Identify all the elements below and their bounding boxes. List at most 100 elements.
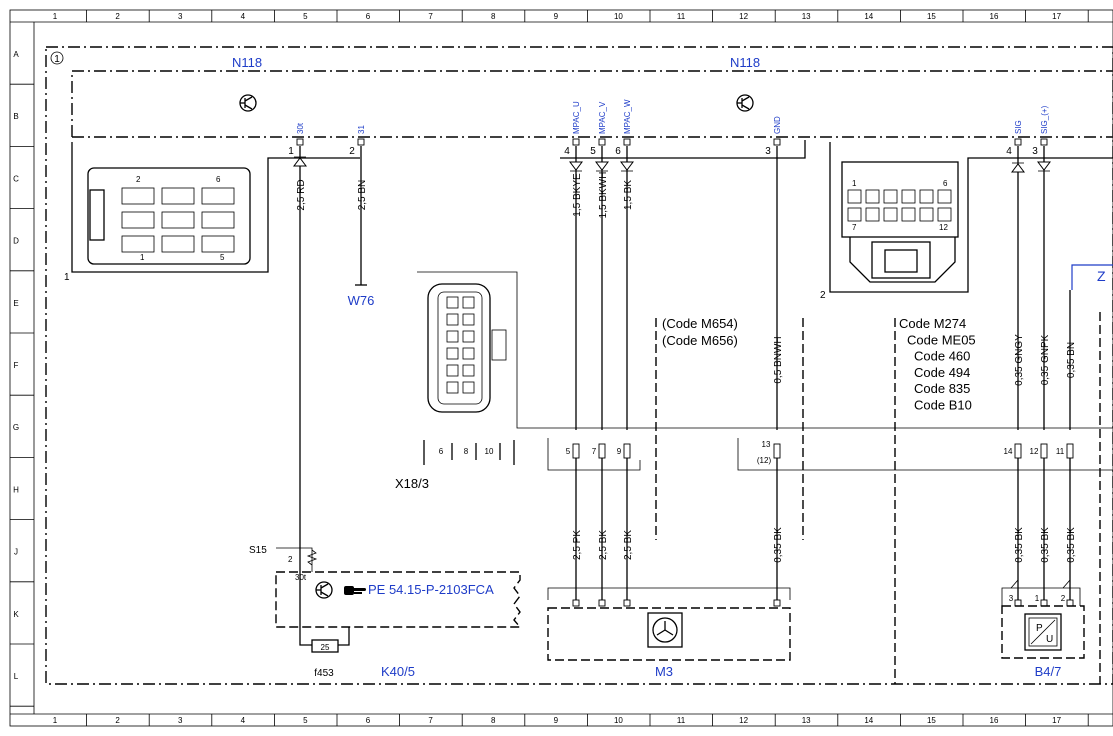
column-label: 9 bbox=[554, 716, 559, 725]
fuse-symbol bbox=[311, 639, 339, 653]
circle-marker-label: 1 bbox=[54, 54, 60, 65]
column-label: 11 bbox=[677, 12, 686, 21]
x18-pin-8: 8 bbox=[464, 447, 469, 456]
code-left-1: (Code M654) bbox=[662, 316, 738, 331]
wire-label: 0,35 GNGY bbox=[1014, 334, 1025, 386]
n118-left-label: N118 bbox=[232, 55, 262, 70]
wire-label: 2,5 BK bbox=[598, 530, 609, 560]
mid-pin: 14 bbox=[1004, 447, 1013, 456]
row-label: H bbox=[13, 485, 19, 494]
signal-arrow-icon bbox=[1037, 161, 1051, 171]
signal-arrow-icon bbox=[293, 157, 307, 167]
wire-label: 2,5 BN bbox=[357, 180, 368, 211]
x18-pin-6: 6 bbox=[439, 447, 444, 456]
row-label: A bbox=[13, 50, 19, 59]
motor-icon bbox=[647, 612, 683, 648]
column-label: 2 bbox=[115, 12, 120, 21]
row-label: K bbox=[13, 610, 19, 619]
relay-wire bbox=[338, 627, 350, 646]
transistor-icon bbox=[736, 94, 754, 112]
wire-label: 0,35 BK bbox=[1066, 527, 1077, 563]
c1-pin-6: 6 bbox=[216, 175, 221, 184]
signal-arrow-icon bbox=[569, 161, 583, 171]
c2-pin-7: 7 bbox=[852, 223, 857, 232]
column-label: 13 bbox=[802, 12, 811, 21]
column-label: 4 bbox=[241, 716, 246, 725]
column-label: 17 bbox=[1052, 716, 1061, 725]
column-label: 4 bbox=[241, 12, 246, 21]
relay-wire bbox=[299, 562, 312, 646]
column-label: 8 bbox=[491, 12, 496, 21]
column-label: 16 bbox=[990, 716, 999, 725]
wire-label: 1,5 BKYE bbox=[572, 173, 583, 217]
mid-pin: 7 bbox=[592, 447, 597, 456]
b47-pin-3: 3 bbox=[1009, 594, 1014, 603]
code-item: Code ME05 bbox=[907, 332, 976, 347]
code-item: Code 460 bbox=[914, 349, 970, 364]
b47-pin-1: 1 bbox=[1035, 594, 1040, 603]
signal-arrow-icon bbox=[595, 161, 609, 171]
c1-pin-2: 2 bbox=[136, 175, 141, 184]
signal-arrow-icon bbox=[1011, 163, 1025, 173]
code-item: Code M274 bbox=[899, 316, 966, 331]
transistor-icon bbox=[239, 94, 257, 112]
b47-pin-2: 2 bbox=[1061, 594, 1066, 603]
mid-pin: 9 bbox=[617, 447, 622, 456]
transistor-icon bbox=[315, 581, 333, 599]
connector-2-drawing bbox=[841, 161, 959, 283]
column-label: 10 bbox=[614, 716, 623, 725]
wire-label: 0,5 BNWH bbox=[773, 336, 784, 383]
column-label: 6 bbox=[366, 12, 371, 21]
column-label: 7 bbox=[428, 716, 433, 725]
column-label: 6 bbox=[366, 716, 371, 725]
relay-pin-2: 2 bbox=[288, 555, 293, 564]
c2-pin-12: 12 bbox=[939, 223, 948, 232]
column-label: 16 bbox=[990, 12, 999, 21]
wire-label: 2,5 PK bbox=[572, 530, 583, 560]
c2-pin-1: 1 bbox=[852, 179, 857, 188]
wire-label: 1,5 BKWH bbox=[598, 172, 609, 219]
column-label: 14 bbox=[864, 716, 873, 725]
row-label: F bbox=[14, 361, 19, 370]
pin-number: 1 bbox=[288, 146, 294, 157]
column-label: 5 bbox=[303, 716, 308, 725]
c1-pin-1: 1 bbox=[140, 253, 145, 262]
column-label: 12 bbox=[739, 716, 748, 725]
wire-label: 0,35 BK bbox=[773, 527, 784, 563]
connector-x18-label: X18/3 bbox=[395, 476, 429, 491]
k40-boundary bbox=[275, 571, 522, 628]
connector-1-drawing bbox=[87, 167, 251, 265]
pin-number: 4 bbox=[1006, 146, 1012, 157]
code-item: Code B10 bbox=[914, 398, 972, 413]
svg-text:P: P bbox=[1036, 623, 1043, 634]
column-label: 14 bbox=[864, 12, 873, 21]
b47-boundary bbox=[1001, 605, 1085, 659]
pin-signal-label: SIG bbox=[1014, 120, 1023, 134]
pin-signal-label: 30t bbox=[296, 122, 305, 134]
motor-pin-bus bbox=[560, 140, 806, 159]
mid-connector-bracket bbox=[737, 438, 1113, 471]
m3-boundary bbox=[547, 607, 791, 661]
mid-pin: 13 bbox=[762, 440, 771, 449]
z-boundary bbox=[1071, 264, 1113, 290]
relay-reference: PE 54.15-P-2103FCA bbox=[368, 582, 494, 597]
code-item: Code 494 bbox=[914, 365, 970, 380]
c1-pin-5: 5 bbox=[220, 253, 225, 262]
column-label: 15 bbox=[927, 716, 936, 725]
column-label: 17 bbox=[1052, 12, 1061, 21]
wire-label: 1,5 BK bbox=[623, 180, 634, 210]
n118-boundary bbox=[71, 70, 1113, 137]
row-label: D bbox=[13, 237, 19, 246]
pin-number: 3 bbox=[1032, 146, 1038, 157]
connector-x18-drawing bbox=[417, 271, 1113, 429]
circle-marker bbox=[50, 51, 64, 65]
relay-pin-30t: 30t bbox=[295, 573, 307, 582]
c2-pin-6: 6 bbox=[943, 179, 948, 188]
wire-lines bbox=[293, 146, 1074, 607]
connector-1-housing bbox=[71, 142, 278, 273]
pin-number: 2 bbox=[349, 146, 355, 157]
column-label: 11 bbox=[677, 716, 686, 725]
